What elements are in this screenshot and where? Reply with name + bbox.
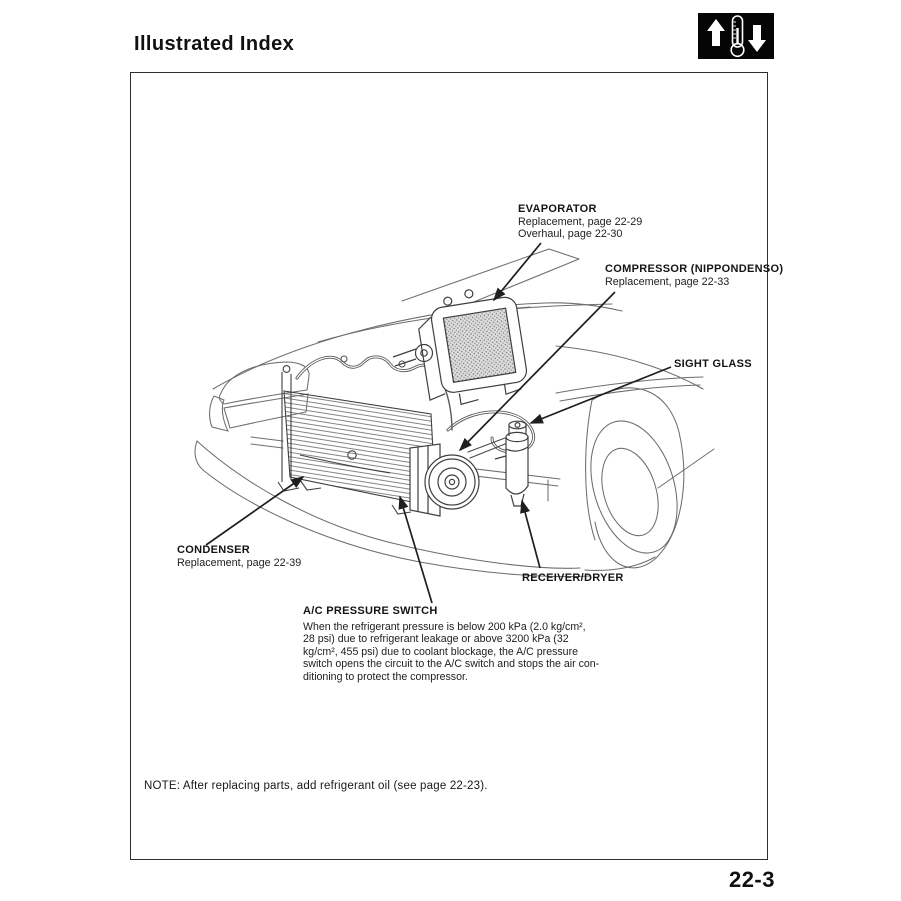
- evaporator-ref-1: Replacement, page 22-29: [518, 215, 643, 228]
- page-title: Illustrated Index: [134, 33, 295, 55]
- evaporator-title: EVAPORATOR: [518, 203, 597, 215]
- condenser-title: CONDENSER: [177, 544, 250, 556]
- label-compressor: COMPRESSOR (NIPPONDENSO) Replacement, pa…: [605, 263, 783, 288]
- label-condenser: CONDENSER Replacement, page 22-39: [177, 544, 301, 569]
- label-receiver-dryer: RECEIVER/DRYER: [522, 572, 624, 585]
- ac-pressure-switch-title: A/C PRESSURE SWITCH: [303, 605, 438, 617]
- ac-pressure-switch-description: When the refrigerant pressure is below 2…: [303, 620, 600, 683]
- compressor-title: COMPRESSOR (NIPPONDENSO): [605, 263, 784, 275]
- condenser-ref-1: Replacement, page 22-39: [177, 556, 302, 569]
- page-number: 22-3: [728, 867, 775, 892]
- note-text: NOTE: After replacing parts, add refrige…: [144, 780, 488, 792]
- temperature-nav-control[interactable]: [698, 13, 774, 59]
- sight-glass-title: SIGHT GLASS: [674, 358, 752, 370]
- down-arrow-icon[interactable]: [748, 25, 766, 52]
- evaporator-ref-2: Overhaul, page 22-30: [518, 228, 623, 241]
- label-sight-glass: SIGHT GLASS: [674, 358, 752, 371]
- up-arrow-icon[interactable]: [707, 19, 725, 46]
- thermometer-icon: [730, 15, 745, 58]
- compressor-ref-1: Replacement, page 22-33: [605, 275, 730, 288]
- label-ac-pressure-switch: A/C PRESSURE SWITCH When the refrigerant…: [303, 605, 603, 683]
- figure-frame: [130, 72, 768, 860]
- temperature-nav-graphic: [698, 13, 774, 59]
- label-evaporator: EVAPORATOR Replacement, page 22-29 Overh…: [518, 203, 642, 241]
- nav-background: [698, 13, 774, 59]
- receiver-dryer-title: RECEIVER/DRYER: [522, 572, 624, 584]
